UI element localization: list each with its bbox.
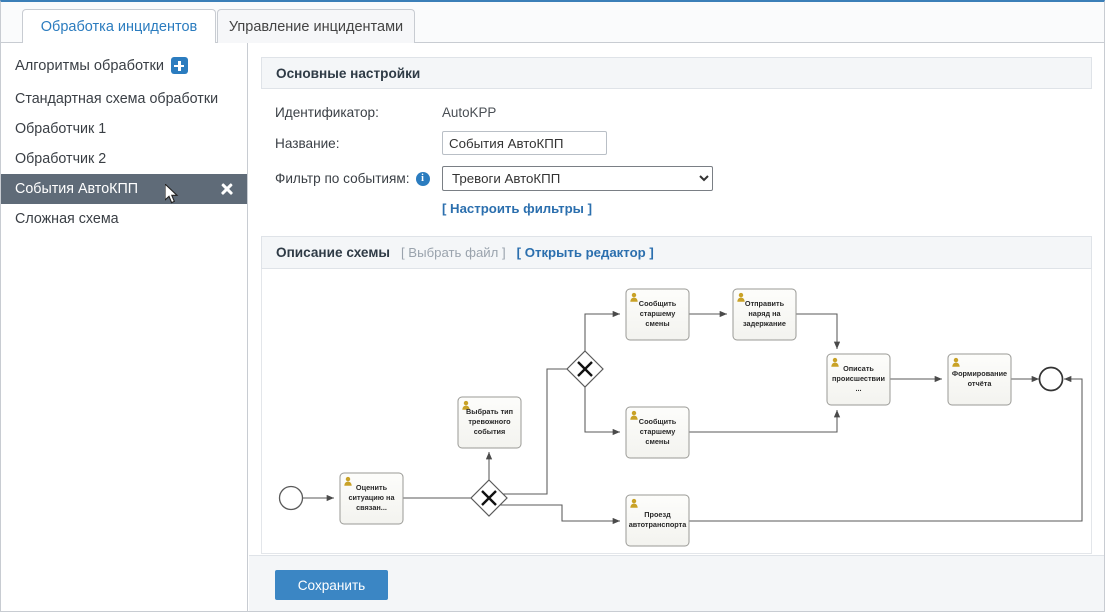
settings-panel-header: Основные настройки	[261, 57, 1092, 89]
user-task-icon	[630, 292, 638, 302]
tab-bar: Обработка инцидентов Управление инцидент…	[1, 2, 1104, 45]
tab-label: Обработка инцидентов	[40, 19, 198, 35]
task-label-line: наряд на	[748, 309, 781, 318]
user-task-icon	[831, 357, 839, 367]
filter-label: Фильтр по событиям: i	[275, 171, 442, 186]
user-task-icon	[630, 498, 638, 508]
task-label-line: Проезд	[644, 510, 671, 519]
identifier-value: AutoKPP	[442, 105, 497, 120]
field-row-event-filter: Фильтр по событиям: i Тревоги АвтоКПП	[275, 166, 1092, 191]
task-label-line: Сообщить	[639, 417, 677, 426]
choose-file-link[interactable]: [ Выбрать файл ]	[400, 245, 506, 260]
sidebar-item-autokpp-events[interactable]: События АвтоКПП	[1, 174, 247, 204]
task-label-line: связан...	[356, 503, 387, 512]
sidebar-item-label: Обработчик 1	[15, 121, 107, 137]
sidebar-item-label: События АвтоКПП	[15, 181, 139, 197]
bpmn-task-t6[interactable]: Описатьпроисшествии...	[826, 353, 891, 406]
task-label-line: события	[474, 427, 506, 436]
user-task-icon	[952, 357, 960, 367]
task-label-line: Описать	[843, 364, 874, 373]
task-label-line: тревожного	[468, 417, 511, 426]
user-task-icon	[344, 476, 352, 486]
plus-square-icon[interactable]	[170, 57, 188, 74]
tab-label: Управление инцидентами	[228, 18, 404, 35]
task-label-line: Выбрать тип	[466, 407, 513, 416]
user-task-icon	[630, 410, 638, 420]
algorithm-list: Стандартная схема обработки Обработчик 1…	[1, 84, 247, 234]
sequence-flows	[302, 310, 1083, 525]
task-label-line: смены	[645, 437, 669, 446]
footer-bar: Сохранить	[249, 555, 1104, 611]
field-row-name: Название:	[275, 131, 1092, 155]
settings-form: Идентификатор: AutoKPP Название: Фильтр …	[261, 89, 1092, 228]
panel-title: Основные настройки	[276, 65, 421, 81]
task-label-line: старшему	[640, 427, 676, 436]
name-input[interactable]	[442, 131, 607, 155]
open-editor-link[interactable]: [ Открыть редактор ]	[516, 245, 654, 260]
sidebar-item-handler-2[interactable]: Обработчик 2	[1, 144, 247, 174]
task-label-line: Оценить	[356, 483, 388, 492]
task-label-line: ситуацию на	[348, 493, 395, 502]
task-label-line: происшествии	[832, 374, 885, 383]
sidebar-heading: Алгоритмы обработки	[1, 43, 247, 80]
sidebar-item-complex-scheme[interactable]: Сложная схема	[1, 204, 247, 234]
configure-filters-link[interactable]: [ Настроить фильтры ]	[442, 201, 592, 216]
name-label: Название:	[275, 135, 340, 151]
info-icon[interactable]: i	[415, 171, 430, 186]
filter-label-text: Фильтр по событиям:	[275, 171, 410, 186]
task-label-line: отчёта	[968, 379, 993, 388]
event-filter-select[interactable]: Тревоги АвтоКПП	[442, 166, 713, 191]
description-title: Описание схемы	[276, 245, 390, 260]
task-label-line: Отправить	[745, 299, 785, 308]
gateway-lower[interactable]	[470, 479, 508, 517]
task-label-line: Формирование	[952, 369, 1007, 378]
sidebar-item-handler-1[interactable]: Обработчик 1	[1, 114, 247, 144]
sidebar-item-label: Сложная схема	[15, 211, 119, 227]
tab-incident-processing[interactable]: Обработка инцидентов	[22, 9, 216, 45]
identifier-label: Идентификатор:	[275, 105, 379, 120]
task-label-line: ...	[855, 384, 861, 393]
configure-filters-row: [ Настроить фильтры ]	[442, 200, 1092, 218]
field-row-identifier: Идентификатор: AutoKPP	[275, 105, 1092, 120]
sidebar-item-standard-scheme[interactable]: Стандартная схема обработки	[1, 84, 247, 114]
gateway-upper[interactable]	[566, 350, 604, 388]
tab-incident-management[interactable]: Управление инцидентами	[217, 9, 415, 43]
user-task-icon	[462, 400, 470, 410]
description-panel-header: Описание схемы [ Выбрать файл ] [ Открыт…	[261, 236, 1092, 269]
task-label-line: старшему	[640, 309, 676, 318]
task-label-line: Сообщить	[639, 299, 677, 308]
sidebar: Алгоритмы обработки Стандартная схема об…	[1, 43, 248, 611]
sidebar-item-label: Обработчик 2	[15, 151, 107, 167]
task-label-line: смены	[645, 319, 669, 328]
start-event[interactable]	[278, 485, 304, 511]
task-label-line: автотранспорта	[629, 520, 688, 529]
main-content: Основные настройки Идентификатор: AutoKP…	[249, 43, 1104, 611]
save-button[interactable]: Сохранить	[275, 570, 388, 600]
user-task-icon	[737, 292, 745, 302]
end-event[interactable]	[1038, 366, 1064, 392]
sidebar-item-label: Стандартная схема обработки	[15, 91, 219, 107]
task-label-line: задержание	[743, 319, 786, 328]
sidebar-heading-label: Алгоритмы обработки	[15, 57, 164, 74]
close-x-icon[interactable]	[219, 182, 234, 197]
